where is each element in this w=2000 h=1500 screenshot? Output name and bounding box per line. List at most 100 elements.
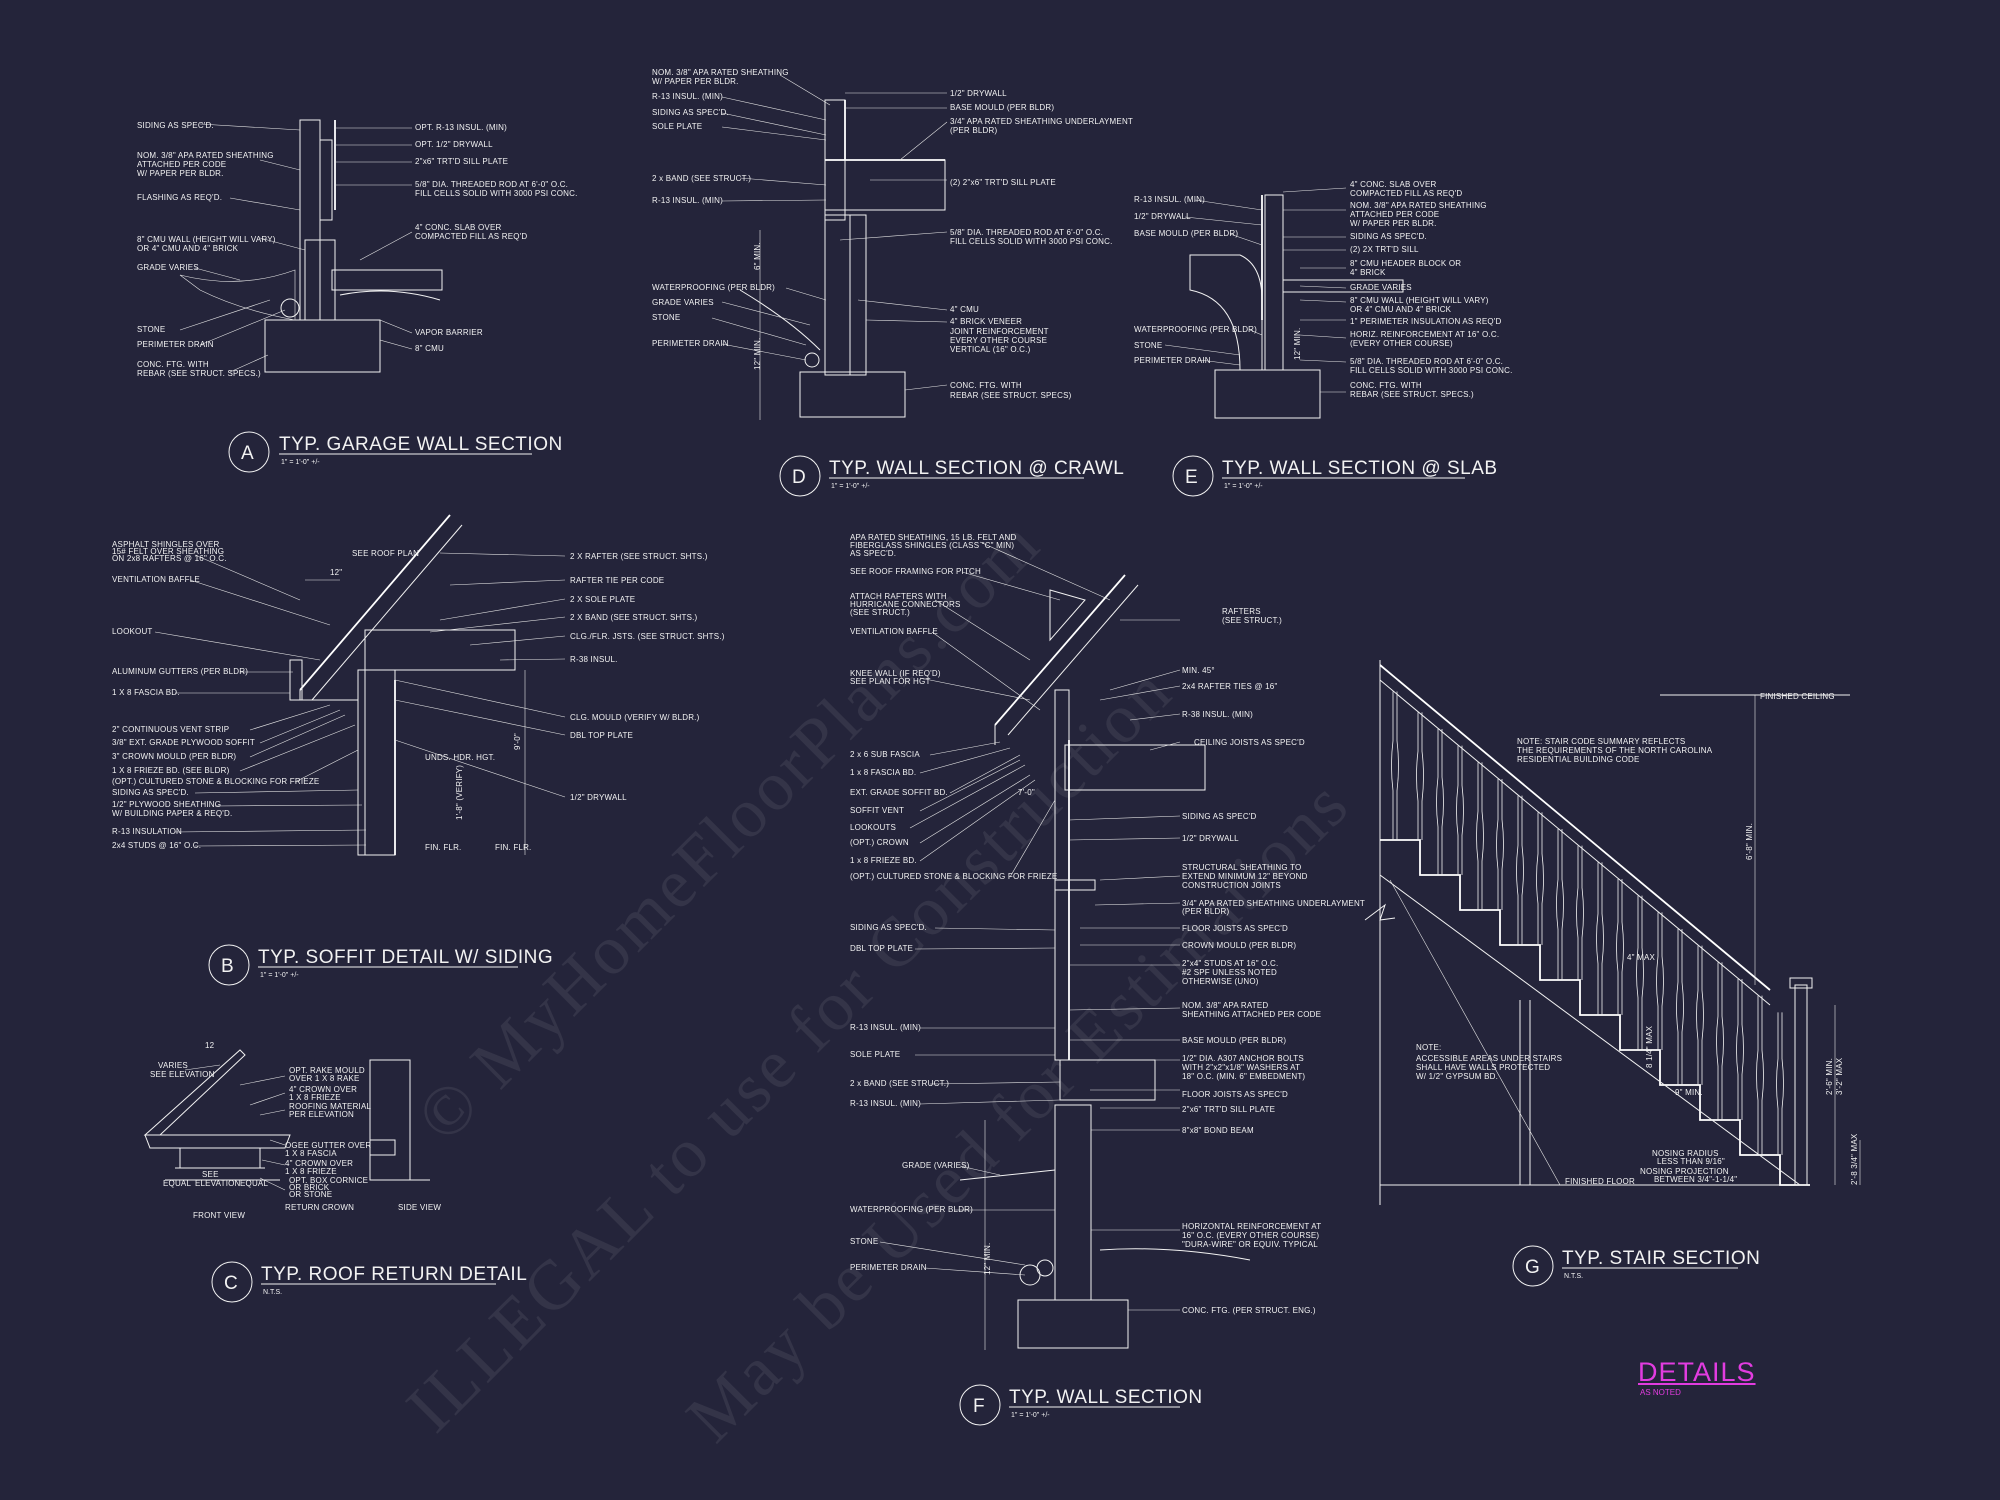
note: FILL CELLS SOLID WITH 3000 PSI CONC. <box>1350 366 1513 375</box>
note: 2 X RAFTER (SEE STRUCT. SHTS.) <box>570 552 708 561</box>
note: 1 x 8 FRIEZE BD. <box>850 856 917 865</box>
note: 1/2" DRYWALL <box>950 89 1007 98</box>
note: R-13 INSUL. (MIN) <box>850 1099 921 1108</box>
note: OPT. 1/2" DRYWALL <box>415 140 493 149</box>
note: 12" MIN. <box>753 338 762 370</box>
detail-f-drawing <box>959 574 1251 1350</box>
detail-letter: B <box>221 956 234 977</box>
note: WATERPROOFING (PER BLDR) <box>1134 325 1257 334</box>
baluster <box>1496 779 1504 910</box>
detail-f-notes-right: RAFTERS (SEE STRUCT.) MIN. 45° 2x4 RAFTE… <box>983 607 1365 1315</box>
note: W/ 1/2" GYPSUM BD. <box>1416 1072 1498 1081</box>
detail-e-title: E TYP. WALL SECTION @ SLAB 1" = 1'-0" +/… <box>1172 455 1497 497</box>
note: NOM. 3/8" APA RATED <box>1182 1001 1268 1010</box>
detail-b-notes-right: SEE ROOF PLAN 2 X RAFTER (SEE STRUCT. SH… <box>330 549 725 852</box>
baluster <box>1416 712 1424 840</box>
detail-scale: 1" = 1'-0" +/- <box>260 972 299 979</box>
note: 12" MIN. <box>1293 328 1302 360</box>
note: DBL TOP PLATE <box>850 944 913 953</box>
note: "DURA-WIRE" OR EQUIV. TYPICAL <box>1182 1240 1318 1249</box>
note: NOM. 3/8" APA RATED SHEATHING <box>137 151 274 160</box>
note: 8" CMU WALL (HEIGHT WILL VARY) <box>137 235 276 244</box>
baluster <box>1516 795 1524 945</box>
note: REBAR (SEE STRUCT. SPECS) <box>950 391 1072 400</box>
note: EXT. GRADE SOFFIT BD. <box>850 788 948 797</box>
note: 2" CONTINUOUS VENT STRIP <box>112 725 229 734</box>
detail-a-leaders <box>179 123 413 373</box>
detail-letter: F <box>973 1396 985 1417</box>
note: HORIZONTAL REINFORCEMENT AT <box>1182 1222 1321 1231</box>
note: BETWEEN 3/4"-1-1/4" <box>1654 1175 1737 1184</box>
note: NOSING PROJECTION <box>1640 1167 1729 1176</box>
detail-scale: N.T.S. <box>1564 1273 1583 1280</box>
note: CONC. FTG. WITH <box>950 381 1022 390</box>
note: STRUCTURAL SHEATHING TO <box>1182 863 1301 872</box>
note: VENTILATION BAFFLE <box>850 627 938 636</box>
note: SOLE PLATE <box>652 122 702 131</box>
detail-c-drawing <box>143 1049 430 1181</box>
baluster <box>1756 995 1764 1155</box>
note: R-13 INSULATION <box>112 827 182 836</box>
detail-title: TYP. WALL SECTION @ CRAWL <box>829 458 1124 479</box>
detail-a-notes-left: SIDING AS SPEC'D. NOM. 3/8" APA RATED SH… <box>137 121 276 378</box>
note: SIDING AS SPEC'D. <box>850 923 927 932</box>
note: 2"x4" STUDS AT 16" O.C. <box>1182 959 1278 968</box>
note: SEE PLAN FOR HGT <box>850 677 931 686</box>
note: 3'-2" MAX <box>1835 1057 1844 1095</box>
note: 1 X 8 FRIEZE <box>285 1167 337 1176</box>
note: CONC. FTG. (PER STRUCT. ENG.) <box>1182 1306 1316 1315</box>
note: 2"x6" TRT'D SILL PLATE <box>415 157 508 166</box>
note: ASPHALT SHINGLES OVER <box>112 540 220 549</box>
note: 4" CONC. SLAB OVER <box>1350 180 1436 189</box>
note: SIDING AS SPEC'D. <box>112 788 189 797</box>
note: BASE MOULD (PER BLDR) <box>1182 1036 1286 1045</box>
baluster <box>1716 962 1724 1120</box>
note: ELEVATION <box>195 1179 241 1188</box>
note: ACCESSIBLE AREAS UNDER STAIRS <box>1416 1054 1562 1063</box>
note: 1/2" DRYWALL <box>1134 212 1191 221</box>
note: W/ PAPER PER BLDR. <box>1350 219 1437 228</box>
baluster <box>1576 845 1584 980</box>
detail-f-title: F TYP. WALL SECTION 1" = 1'-0" +/- <box>959 1384 1202 1426</box>
note: WATERPROOFING (PER BLDR) <box>652 283 775 292</box>
note: SIDE VIEW <box>398 1203 441 1212</box>
note: OGEE GUTTER OVER <box>285 1141 371 1150</box>
note: PERIMETER DRAIN <box>137 340 214 349</box>
note: 4" CONC. SLAB OVER <box>415 223 501 232</box>
baluster <box>1536 812 1544 945</box>
note: REBAR (SEE STRUCT. SPECS.) <box>1350 390 1474 399</box>
note: VAPOR BARRIER <box>415 328 483 337</box>
note: FIN. FLR. <box>425 843 461 852</box>
note: R-13 INSUL. (MIN) <box>850 1023 921 1032</box>
note: OPT. BOX CORNICE <box>289 1176 368 1185</box>
note: VERTICAL (16" O.C.) <box>950 345 1031 354</box>
note: FRONT VIEW <box>193 1211 245 1220</box>
note: JOINT REINFORCEMENT <box>950 327 1049 336</box>
note: GRADE VARIES <box>137 263 199 272</box>
note: 5/8" DIA. THREADED ROD AT 6'-0" O.C. <box>1350 357 1503 366</box>
note: WATERPROOFING (PER BLDR) <box>850 1205 973 1214</box>
detail-a-title: A TYP. GARAGE WALL SECTION 1" = 1'-0" +/… <box>228 431 562 473</box>
detail-scale: 1" = 1'-0" +/- <box>1011 1412 1050 1419</box>
note: 8"x8" BOND BEAM <box>1182 1126 1254 1135</box>
baluster <box>1596 862 1604 1015</box>
detail-title: TYP. STAIR SECTION <box>1562 1248 1760 1269</box>
sheet-subtitle: AS NOTED <box>1640 1388 1681 1397</box>
note: SEE ROOF FRAMING FOR PITCH <box>850 567 981 576</box>
note: 4" BRICK VENEER <box>950 317 1022 326</box>
note: R-13 INSUL. (MIN) <box>652 92 723 101</box>
note: BASE MOULD (PER BLDR) <box>1134 229 1238 238</box>
detail-c-title: C TYP. ROOF RETURN DETAIL N.T.S. <box>211 1261 527 1303</box>
note: 5/8" DIA. THREADED ROD AT 6'-0" O.C. <box>950 228 1103 237</box>
note: STONE <box>137 325 165 334</box>
note: OR 4" CMU AND 4" BRICK <box>137 244 239 253</box>
note: W/ PAPER PER BLDR. <box>652 77 739 86</box>
detail-letter: D <box>792 467 806 488</box>
note: SEE ROOF PLAN <box>352 549 419 558</box>
detail-g-balusters <box>1391 691 1784 1155</box>
baluster <box>1676 929 1684 1085</box>
note: 15# FELT OVER SHEATHING <box>112 547 224 556</box>
note: WITH 2"x2"x1/8" WASHERS AT <box>1182 1063 1300 1072</box>
